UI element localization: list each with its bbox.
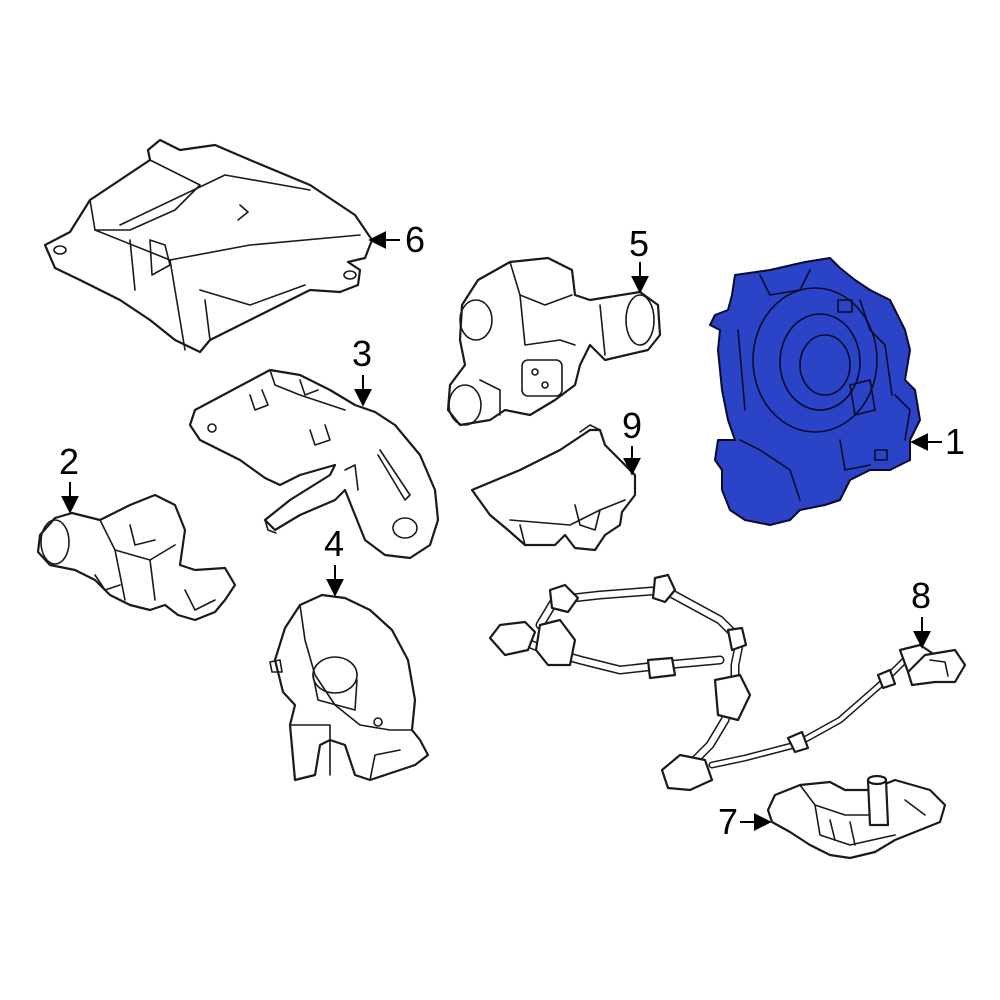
part-2-angle-sensor[interactable] xyxy=(36,493,237,622)
part-5-sensor[interactable] xyxy=(446,256,662,427)
callout-5: 5 xyxy=(629,223,649,264)
part-4-switch-plate[interactable] xyxy=(269,593,430,782)
part-7-base-plate[interactable] xyxy=(766,774,947,860)
callout-8: 8 xyxy=(911,575,931,616)
part-8-cable[interactable] xyxy=(708,643,967,769)
callout-6: 6 xyxy=(405,219,425,260)
callout-4: 4 xyxy=(324,523,344,564)
callout-3: 3 xyxy=(352,333,372,374)
part-6-control-module[interactable] xyxy=(43,138,374,354)
callout-labels: 1 2 3 4 5 6 7 8 9 xyxy=(59,219,965,842)
part-1-clock-spring[interactable] xyxy=(709,257,921,526)
callout-1: 1 xyxy=(945,421,965,462)
callout-leaders xyxy=(61,231,942,831)
callout-7: 7 xyxy=(718,801,738,842)
part-1-body xyxy=(709,257,921,526)
part-3-bracket[interactable] xyxy=(188,368,440,560)
callout-2: 2 xyxy=(59,441,79,482)
part-9-cover[interactable] xyxy=(470,424,637,552)
wire-harness[interactable] xyxy=(488,573,752,792)
callout-9: 9 xyxy=(622,405,642,446)
